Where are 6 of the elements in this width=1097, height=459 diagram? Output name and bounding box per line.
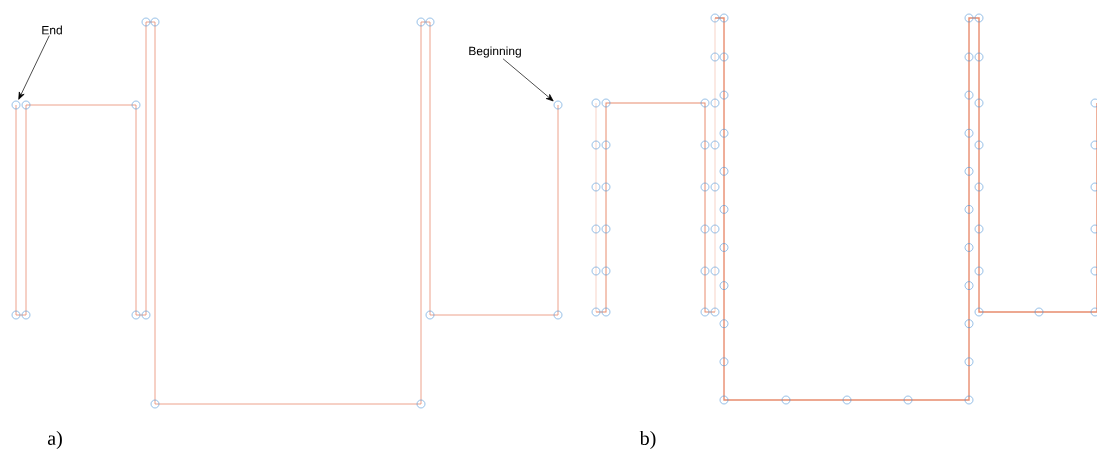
callout-text: Beginning	[469, 46, 521, 58]
panel-label: b)	[639, 430, 656, 450]
callout-text: End	[42, 25, 62, 35]
leader-arrow	[18, 35, 50, 100]
panel-label: a)	[47, 430, 62, 450]
leader-arrow	[502, 58, 554, 102]
